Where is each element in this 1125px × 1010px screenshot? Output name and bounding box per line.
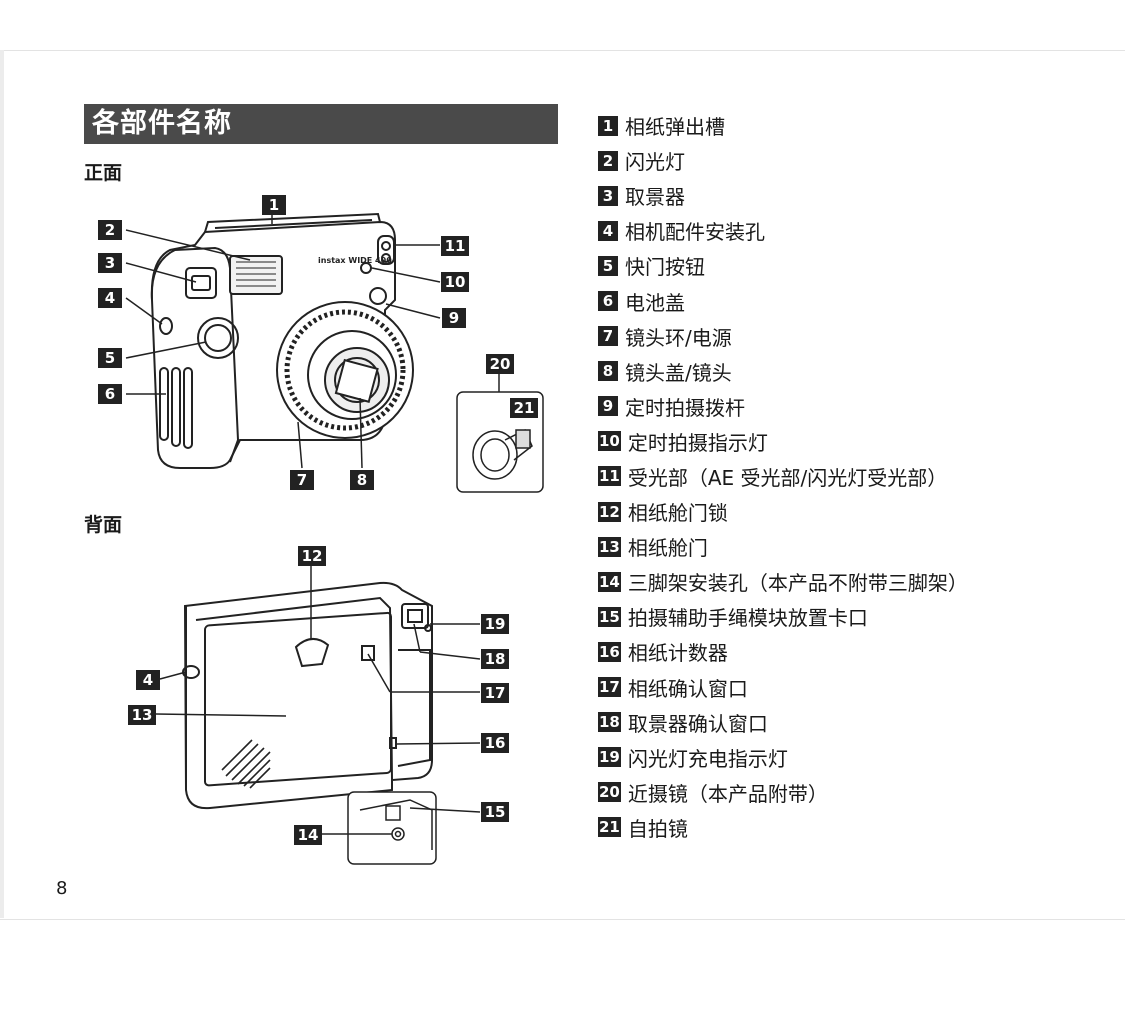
- list-item: 17 相纸确认窗口: [598, 670, 968, 705]
- front-callout-5: 5: [98, 348, 122, 368]
- page-edge: [0, 50, 4, 918]
- part-number-badge: 6: [598, 291, 618, 312]
- list-item: 20 近摄镜（本产品附带）: [598, 775, 968, 810]
- part-label: 自拍镜: [627, 816, 688, 841]
- part-number-badge: 17: [598, 677, 621, 698]
- part-label: 镜头盖/镜头: [625, 360, 732, 385]
- back-callout-16: 16: [481, 733, 509, 753]
- list-item: 1 相纸弹出槽: [598, 108, 968, 143]
- part-label: 取景器: [625, 185, 685, 210]
- part-number-badge: 15: [598, 606, 621, 627]
- front-callout-4: 4: [98, 288, 122, 308]
- camera-brand-text: instax WIDE 400: [318, 256, 392, 265]
- part-number-badge: 18: [598, 712, 621, 733]
- part-number-badge: 16: [598, 641, 621, 662]
- list-item: 9 定时拍摄拨杆: [598, 389, 968, 424]
- back-callout-19: 19: [481, 614, 509, 634]
- list-item: 4 相机配件安装孔: [598, 213, 968, 248]
- part-number-badge: 1: [598, 115, 618, 136]
- part-label: 三脚架安装孔（本产品不附带三脚架）: [627, 571, 968, 596]
- front-callout-11: 11: [441, 236, 469, 256]
- front-callout-1: 1: [262, 195, 286, 215]
- part-number-badge: 9: [598, 396, 618, 417]
- list-item: 19 闪光灯充电指示灯: [598, 740, 968, 775]
- part-number-badge: 11: [598, 466, 621, 487]
- part-number-badge: 2: [598, 150, 618, 171]
- list-item: 10 定时拍摄指示灯: [598, 424, 968, 459]
- list-item: 15 拍摄辅助手绳模块放置卡口: [598, 599, 968, 634]
- list-item: 7 镜头环/电源: [598, 319, 968, 354]
- front-callout-21: 21: [510, 398, 538, 418]
- list-item: 13 相纸舱门: [598, 529, 968, 564]
- part-label: 受光部（AE 受光部/闪光灯受光部）: [627, 465, 948, 490]
- list-item: 12 相纸舱门锁: [598, 494, 968, 529]
- front-callout-20: 20: [486, 354, 514, 374]
- part-label: 相纸弹出槽: [625, 115, 725, 140]
- part-number-badge: 19: [598, 747, 621, 768]
- page-number: 8: [56, 878, 68, 899]
- part-number-badge: 7: [598, 326, 618, 347]
- front-callout-7: 7: [290, 470, 314, 490]
- part-label: 快门按钮: [625, 255, 705, 280]
- part-number-badge: 10: [598, 431, 621, 452]
- list-item: 18 取景器确认窗口: [598, 705, 968, 740]
- list-item: 2 闪光灯: [598, 143, 968, 178]
- section-title: 各部件名称: [84, 104, 558, 144]
- back-callout-17: 17: [481, 683, 509, 703]
- list-item: 5 快门按钮: [598, 248, 968, 283]
- part-number-badge: 14: [598, 571, 621, 592]
- front-callout-6: 6: [98, 384, 122, 404]
- part-number-badge: 5: [598, 255, 618, 276]
- part-label: 定时拍摄拨杆: [625, 395, 745, 420]
- list-item: 14 三脚架安装孔（本产品不附带三脚架）: [598, 564, 968, 599]
- front-callout-10: 10: [441, 272, 469, 292]
- back-callout-4: 4: [136, 670, 160, 690]
- back-callout-18: 18: [481, 649, 509, 669]
- list-item: 16 相纸计数器: [598, 634, 968, 669]
- part-number-badge: 3: [598, 185, 618, 206]
- front-title: 正面: [84, 162, 123, 184]
- list-item: 8 镜头盖/镜头: [598, 354, 968, 389]
- front-callout-3: 3: [98, 253, 122, 273]
- list-item: 11 受光部（AE 受光部/闪光灯受光部）: [598, 459, 968, 494]
- front-callout-8: 8: [350, 470, 374, 490]
- list-item: 6 电池盖: [598, 283, 968, 318]
- part-label: 近摄镜（本产品附带）: [627, 781, 828, 806]
- part-label: 电池盖: [625, 290, 685, 315]
- part-label: 取景器确认窗口: [627, 711, 768, 736]
- list-item: 3 取景器: [598, 178, 968, 213]
- back-callout-12: 12: [298, 546, 326, 566]
- part-number-badge: 13: [598, 536, 621, 557]
- front-callout-9: 9: [442, 308, 466, 328]
- list-item: 21 自拍镜: [598, 810, 968, 845]
- part-label: 相纸舱门锁: [627, 501, 728, 526]
- back-title: 背面: [84, 514, 123, 536]
- part-label: 定时拍摄指示灯: [627, 430, 768, 455]
- part-number-badge: 20: [598, 782, 621, 803]
- part-label: 闪光灯: [625, 150, 685, 175]
- back-callout-15: 15: [481, 802, 509, 822]
- part-label: 相纸计数器: [627, 641, 728, 666]
- part-label: 镜头环/电源: [625, 325, 732, 350]
- parts-list: 1 相纸弹出槽 2 闪光灯 3 取景器 4 相机配件安装孔 5 快门按钮 6 电池盖 7 镜头…: [598, 108, 968, 845]
- part-number-badge: 4: [598, 220, 618, 241]
- part-number-badge: 21: [598, 817, 621, 838]
- part-number-badge: 8: [598, 361, 618, 382]
- part-number-badge: 12: [598, 501, 621, 522]
- part-label: 闪光灯充电指示灯: [627, 746, 788, 771]
- back-callout-13: 13: [128, 705, 156, 725]
- part-label: 相机配件安装孔: [625, 220, 765, 245]
- part-label: 拍摄辅助手绳模块放置卡口: [627, 606, 868, 631]
- part-label: 相纸舱门: [627, 536, 708, 561]
- front-callout-2: 2: [98, 220, 122, 240]
- part-label: 相纸确认窗口: [627, 676, 748, 701]
- back-callout-14: 14: [294, 825, 322, 845]
